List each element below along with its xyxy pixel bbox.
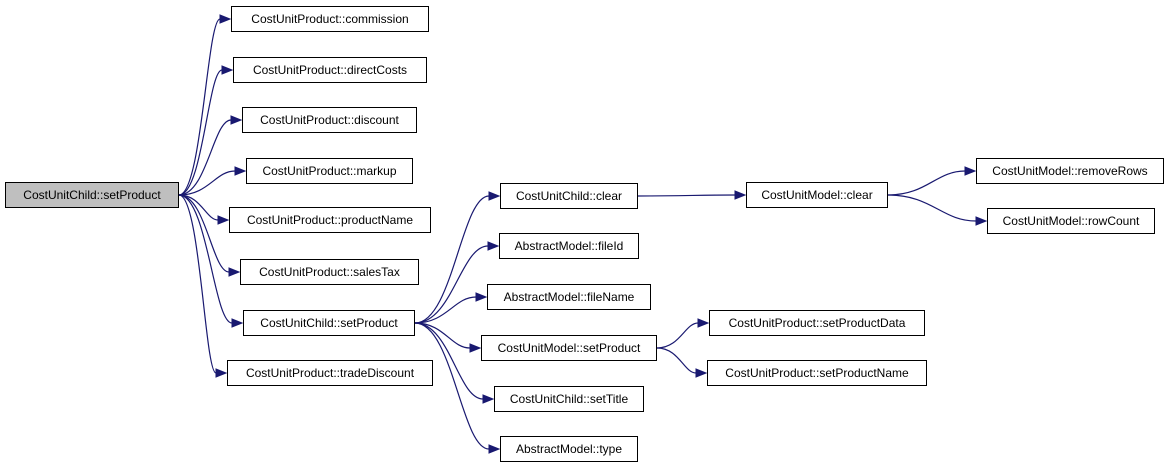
- node-costunitproduct-setproductname[interactable]: CostUnitProduct::setProductName: [707, 360, 927, 386]
- arrowhead-file-id: [487, 241, 500, 251]
- edge-child-set-product-to-child-clear: [414, 195, 490, 324]
- arrowhead-markup: [234, 166, 247, 176]
- arrowhead-commission: [219, 14, 232, 24]
- edge-model-clear-to-row-count: [887, 194, 977, 222]
- edge-child-set-product-to-type: [414, 322, 490, 450]
- edge-root-to-commission: [178, 18, 221, 196]
- edge-root-to-sales-tax: [178, 194, 230, 273]
- edge-root-to-product-name: [178, 194, 219, 221]
- edge-model-set-product-to-set-product-name: [656, 347, 697, 374]
- arrowhead-child-clear: [488, 191, 501, 201]
- arrowhead-direct-costs: [221, 65, 234, 75]
- node-costunitchild-clear[interactable]: CostUnitChild::clear: [500, 183, 638, 209]
- arrowhead-set-product-data: [697, 318, 710, 328]
- node-costunitproduct-tradediscount[interactable]: CostUnitProduct::tradeDiscount: [227, 360, 433, 386]
- edge-root-to-discount: [178, 119, 232, 196]
- arrowhead-child-set-product: [231, 318, 244, 328]
- arrowhead-file-name: [475, 292, 488, 302]
- edge-root-to-markup: [178, 170, 236, 196]
- node-costunitproduct-markup[interactable]: CostUnitProduct::markup: [246, 158, 413, 184]
- node-costunitchild-setproduct-root: CostUnitChild::setProduct: [5, 182, 179, 208]
- edge-root-to-child-set-product: [178, 194, 233, 324]
- edge-child-set-product-to-file-name: [414, 296, 477, 324]
- edge-child-clear-to-model-clear: [637, 194, 736, 197]
- node-costunitmodel-clear[interactable]: CostUnitModel::clear: [746, 182, 888, 208]
- edge-root-to-direct-costs: [178, 69, 223, 196]
- edge-child-set-product-to-file-id: [414, 245, 489, 324]
- node-costunitproduct-productname[interactable]: CostUnitProduct::productName: [229, 207, 431, 233]
- arrowhead-sales-tax: [228, 267, 241, 277]
- node-abstractmodel-filename[interactable]: AbstractModel::fileName: [487, 284, 651, 310]
- edge-model-clear-to-remove-rows: [887, 170, 966, 196]
- node-costunitchild-settitle[interactable]: CostUnitChild::setTitle: [494, 386, 644, 412]
- arrowhead-model-set-product: [469, 343, 482, 353]
- node-costunitproduct-discount[interactable]: CostUnitProduct::discount: [242, 107, 417, 133]
- node-costunitproduct-setproductdata[interactable]: CostUnitProduct::setProductData: [709, 310, 925, 336]
- arrowhead-remove-rows: [964, 166, 977, 176]
- edge-model-set-product-to-set-product-data: [656, 322, 699, 349]
- node-costunitmodel-removerows[interactable]: CostUnitModel::removeRows: [976, 158, 1164, 184]
- edge-child-set-product-to-model-set-product: [414, 322, 471, 349]
- node-costunitproduct-directcosts[interactable]: CostUnitProduct::directCosts: [233, 57, 427, 83]
- node-abstractmodel-type[interactable]: AbstractModel::type: [500, 436, 638, 462]
- arrowhead-model-clear: [734, 190, 747, 200]
- node-abstractmodel-fileid[interactable]: AbstractModel::fileId: [499, 233, 639, 259]
- arrowhead-set-title: [482, 394, 495, 404]
- node-costunitmodel-setproduct[interactable]: CostUnitModel::setProduct: [481, 335, 657, 361]
- node-costunitproduct-salestax[interactable]: CostUnitProduct::salesTax: [240, 259, 419, 285]
- node-costunitmodel-rowcount[interactable]: CostUnitModel::rowCount: [987, 208, 1155, 234]
- arrowhead-discount: [230, 115, 243, 125]
- arrowhead-type: [488, 444, 501, 454]
- arrowhead-product-name: [217, 215, 230, 225]
- arrowhead-set-product-name: [695, 368, 708, 378]
- node-costunitproduct-commission[interactable]: CostUnitProduct::commission: [231, 6, 429, 32]
- node-costunitchild-setproduct[interactable]: CostUnitChild::setProduct: [243, 310, 415, 336]
- arrowhead-row-count: [975, 216, 988, 226]
- arrowhead-trade-discount: [215, 368, 228, 378]
- edge-child-set-product-to-set-title: [414, 322, 484, 400]
- edge-root-to-trade-discount: [178, 194, 217, 374]
